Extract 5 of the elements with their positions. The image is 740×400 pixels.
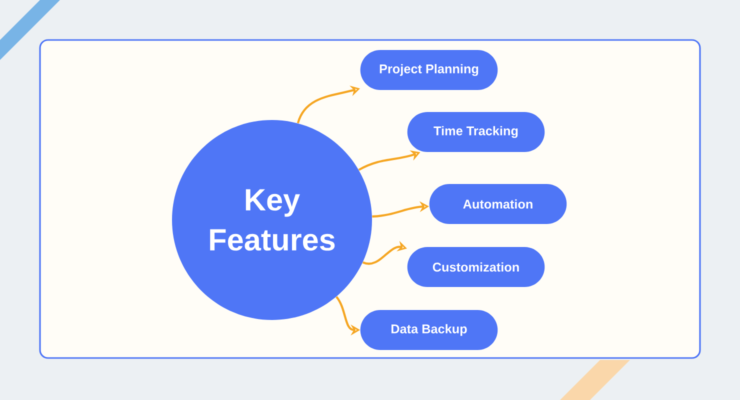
feature-pill: Time Tracking (407, 112, 545, 152)
feature-pill: Customization (407, 247, 545, 287)
feature-pill: Automation (429, 184, 567, 224)
feature-pill: Data Backup (360, 310, 498, 350)
feature-pill: Project Planning (360, 50, 498, 90)
